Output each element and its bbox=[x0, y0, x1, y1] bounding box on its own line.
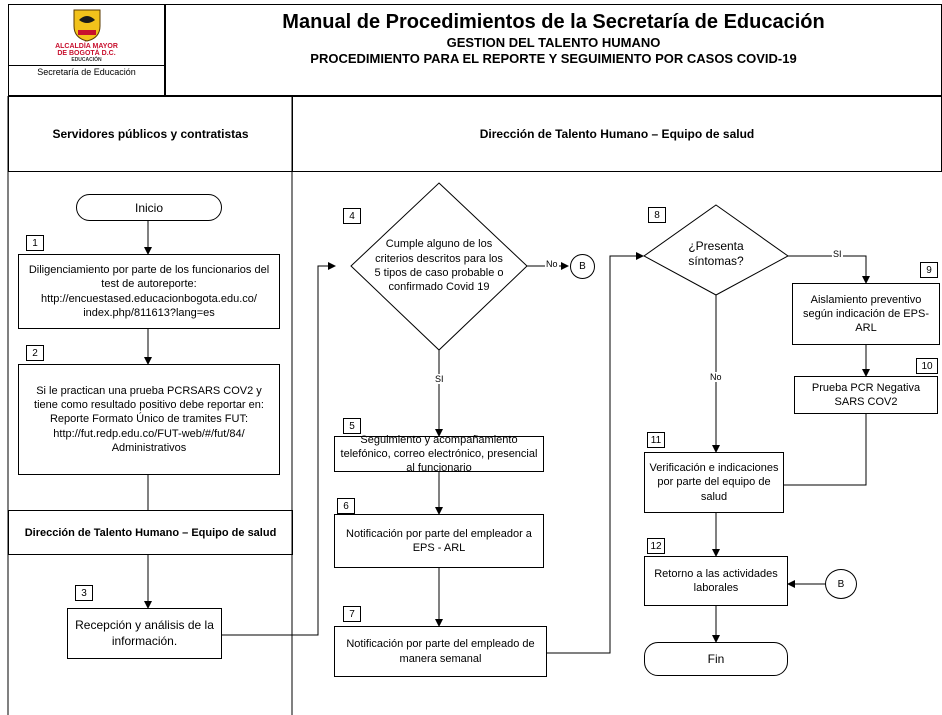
step-10-box: Prueba PCR Negativa SARS COV2 bbox=[794, 376, 938, 414]
step-7-box: Notificación por parte del empleado de m… bbox=[334, 626, 547, 677]
connector-b-in: B bbox=[825, 569, 857, 599]
step-11-number: 11 bbox=[647, 432, 665, 448]
logo-caption: Secretaría de Educación bbox=[37, 67, 136, 77]
label-si-4: SI bbox=[434, 374, 445, 384]
step-4-number: 4 bbox=[343, 208, 361, 224]
lane-header-right: Dirección de Talento Humano – Equipo de … bbox=[292, 96, 942, 172]
label-no-8: No bbox=[709, 372, 723, 382]
logo-line3: EDUCACIÓN bbox=[71, 57, 102, 63]
step-9-box: Aislamiento preventivo según indicación … bbox=[792, 283, 940, 345]
logo-cell: ALCALDÍA MAYOR DE BOGOTÁ D.C. EDUCACIÓN … bbox=[8, 4, 165, 96]
step-1-number: 1 bbox=[26, 235, 44, 251]
logo-line1: ALCALDÍA MAYOR bbox=[55, 43, 118, 50]
step-7-number: 7 bbox=[343, 606, 361, 622]
step-9-number: 9 bbox=[920, 262, 938, 278]
page-subtitle: GESTION DEL TALENTO HUMANO bbox=[446, 35, 661, 50]
decision-8-diamond bbox=[643, 204, 789, 296]
step-8-text: ¿Presenta síntomas? bbox=[688, 239, 744, 268]
step-5-number: 5 bbox=[343, 418, 361, 434]
connector-b-out: B bbox=[570, 254, 595, 279]
step-3-number: 3 bbox=[75, 585, 93, 601]
label-no-4: No bbox=[545, 259, 559, 269]
step-2-box: Si le practican una prueba PCRSARS COV2 … bbox=[18, 364, 280, 475]
step-3-box: Recepción y análisis de la información. bbox=[67, 608, 222, 659]
step-5-box: Seguimiento y acompañamiento telefónico,… bbox=[334, 434, 544, 474]
step-6-number: 6 bbox=[337, 498, 355, 514]
label-si-8: SI bbox=[832, 249, 843, 259]
decision-4-diamond bbox=[350, 182, 528, 351]
page-title: Manual de Procedimientos de la Secretarí… bbox=[282, 11, 825, 33]
logo-line2: DE BOGOTÁ D.C. bbox=[57, 50, 116, 57]
lane-subheader-left: Dirección de Talento Humano – Equipo de … bbox=[8, 510, 293, 555]
end-terminator: Fin bbox=[644, 642, 788, 676]
lane-header-left: Servidores públicos y contratistas bbox=[8, 96, 293, 172]
step-8-number: 8 bbox=[648, 207, 666, 223]
step-11-box: Verificación e indicaciones por parte de… bbox=[644, 452, 784, 513]
bogota-shield-icon bbox=[73, 9, 100, 42]
step-12-number: 12 bbox=[647, 538, 665, 554]
procedure-title: PROCEDIMIENTO PARA EL REPORTE Y SEGUIMIE… bbox=[310, 51, 797, 66]
step-2-number: 2 bbox=[26, 345, 44, 361]
step-6-box: Notificación por parte del empleador a E… bbox=[334, 514, 544, 568]
step-10-number: 10 bbox=[916, 358, 938, 374]
step-12-box: Retorno a las actividades laborales bbox=[644, 556, 788, 606]
step-1-box: Diligenciamiento por parte de los funcio… bbox=[18, 254, 280, 329]
title-cell: Manual de Procedimientos de la Secretarí… bbox=[165, 4, 942, 96]
step-4-text: Cumple alguno de los criterios descritos… bbox=[374, 238, 504, 294]
start-terminator: Inicio bbox=[76, 194, 222, 221]
